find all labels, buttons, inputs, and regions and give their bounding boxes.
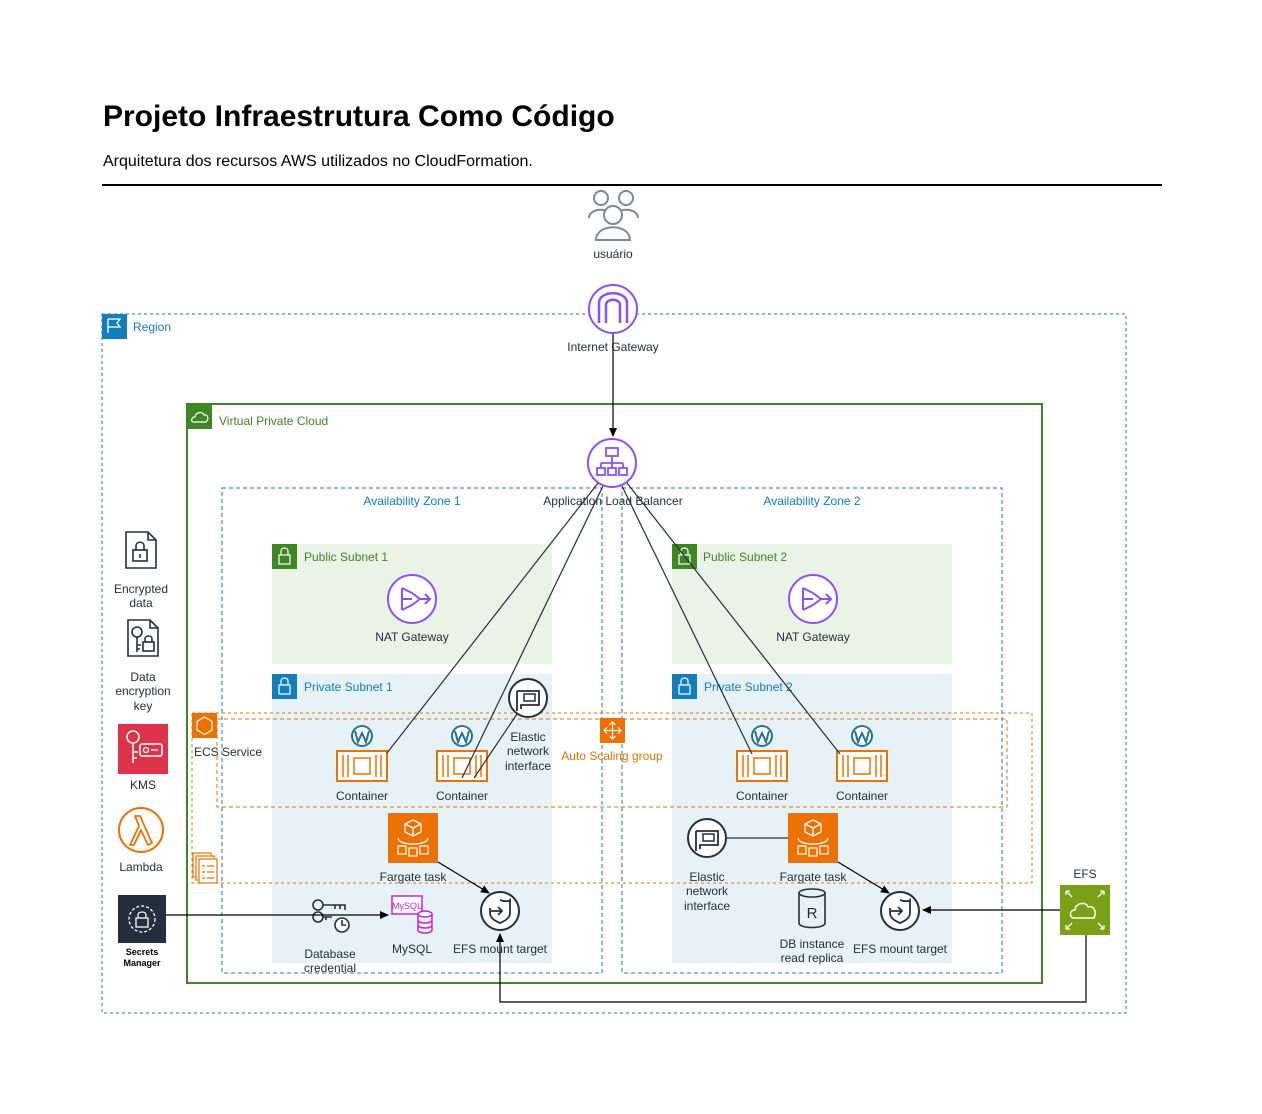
container-1-label: Container — [336, 789, 388, 803]
vpc-group — [186, 403, 1043, 984]
encrypted-data-label-line2: data — [129, 596, 153, 610]
data-key-label-line1: Data — [130, 670, 156, 684]
alb-to-container-2-edge — [461, 485, 604, 779]
secrets-manager-label-line1: Secrets — [126, 947, 159, 957]
efs-mount-target-1-icon — [480, 891, 520, 931]
ecs-service-icon — [192, 713, 217, 738]
application-load-balancer-icon — [587, 438, 637, 488]
lambda-icon — [118, 807, 164, 853]
efs-to-mount-target-1-edge — [496, 933, 1087, 1003]
container-2-icon — [436, 725, 488, 782]
nat-gateway-2-icon — [788, 574, 838, 624]
public-subnet-1-lock-icon — [272, 544, 297, 569]
eni-2-label-line2: network — [686, 884, 729, 898]
ecs-service-group — [191, 712, 1033, 884]
fargate-task-2-label: Fargate task — [780, 870, 848, 884]
users-icon — [588, 190, 639, 241]
auto-scaling-icon — [600, 718, 625, 743]
container-3-label: Container — [736, 789, 788, 803]
page-subtitle: Arquitetura dos recursos AWS utilizados … — [103, 153, 533, 170]
db-read-replica-label-line2: read replica — [781, 951, 844, 965]
vpc-cloud-icon — [187, 404, 212, 429]
db-read-replica-glyph: R — [807, 905, 818, 922]
alb-to-container-1-edge — [386, 482, 599, 754]
elastic-network-interface-1-icon — [508, 678, 548, 718]
auto-scaling-label: Auto Scaling group — [561, 749, 663, 763]
wordpress-icon — [351, 725, 373, 747]
mysql-logo-text: MySQL — [392, 901, 422, 911]
az2-label: Availability Zone 2 — [763, 494, 860, 508]
alb-label: Application Load Balancer — [543, 494, 682, 508]
connectors — [166, 334, 1087, 1003]
availability-zone-1 — [221, 487, 603, 974]
container-4-icon — [836, 725, 888, 782]
alb-to-container-3-edge — [621, 485, 753, 755]
fargate-task-1-icon — [388, 813, 438, 863]
public-subnet-2-label: Public Subnet 2 — [703, 550, 787, 564]
page-title: Projeto Infraestrutura Como Código — [103, 100, 615, 133]
encrypted-data-icon — [125, 531, 157, 569]
private-subnet-2-label: Private Subnet 2 — [704, 680, 793, 694]
container-4-label: Container — [836, 789, 888, 803]
eni-1-label-line3: interface — [505, 759, 551, 773]
container-2-label: Container — [436, 789, 488, 803]
fargate1-to-efs1-edge — [437, 861, 490, 894]
elastic-network-interface-2-icon — [687, 818, 727, 858]
private-subnet-2-lock-icon — [672, 674, 697, 699]
efs-label: EFS — [1073, 867, 1096, 881]
eni-1-label-line2: network — [507, 744, 550, 758]
database-credential-label-line2: credential — [304, 961, 356, 975]
eni1-to-container-2-edge — [473, 713, 518, 779]
nat-gateway-2-label: NAT Gateway — [776, 630, 850, 644]
mysql-icon: MySQL — [391, 895, 433, 934]
db-read-replica-icon — [798, 888, 826, 929]
ecs-service-label: ECS Service — [194, 745, 262, 759]
data-key-label-line2: encryption — [115, 684, 170, 698]
vpc-label: Virtual Private Cloud — [219, 414, 328, 428]
efs-mount-target-2-icon — [880, 891, 920, 931]
fargate-task-1-label: Fargate task — [380, 870, 448, 884]
private-subnet-1-lock-icon — [272, 674, 297, 699]
lambda-label: Lambda — [119, 860, 163, 874]
container-3-icon — [736, 725, 788, 782]
fargate2-to-efs2-edge — [837, 861, 890, 894]
secrets-manager-label-line2: Manager — [123, 958, 161, 968]
public-subnet-1-label: Public Subnet 1 — [304, 550, 388, 564]
nat-gateway-1-label: NAT Gateway — [375, 630, 449, 644]
db-read-replica-label-line1: DB instance — [780, 937, 845, 951]
database-credential-key-icon — [312, 899, 350, 933]
eni-2-label-line1: Elastic — [689, 870, 724, 884]
internet-gateway-icon — [588, 284, 638, 334]
eni-2-label-line3: interface — [684, 899, 730, 913]
data-encryption-key-icon — [127, 619, 159, 657]
wordpress-icon — [451, 725, 473, 747]
wordpress-icon — [751, 725, 773, 747]
kms-icon — [118, 724, 168, 774]
eni-1-label-line1: Elastic — [510, 730, 545, 744]
secrets-manager-icon — [118, 895, 166, 943]
encrypted-data-label-line1: Encrypted — [114, 582, 168, 596]
wordpress-icon — [851, 725, 873, 747]
region-label: Region — [133, 320, 171, 334]
task-definition-icon — [192, 852, 218, 884]
kms-label: KMS — [130, 778, 156, 792]
az1-label: Availability Zone 1 — [363, 494, 460, 508]
mysql-label: MySQL — [392, 942, 432, 956]
alb-to-container-4-edge — [626, 482, 841, 755]
data-key-label-line3: key — [134, 699, 153, 713]
private-subnet-1-label: Private Subnet 1 — [304, 680, 393, 694]
nat-gateway-1-icon — [387, 574, 437, 624]
efs-mount-target-2-label: EFS mount target — [853, 942, 948, 956]
region-flag-icon — [102, 314, 127, 339]
container-1-icon — [336, 725, 388, 782]
database-credential-label-line1: Database — [304, 947, 356, 961]
user-label: usuário — [593, 247, 633, 261]
fargate-task-2-icon — [788, 813, 838, 863]
efs-icon — [1060, 885, 1110, 935]
